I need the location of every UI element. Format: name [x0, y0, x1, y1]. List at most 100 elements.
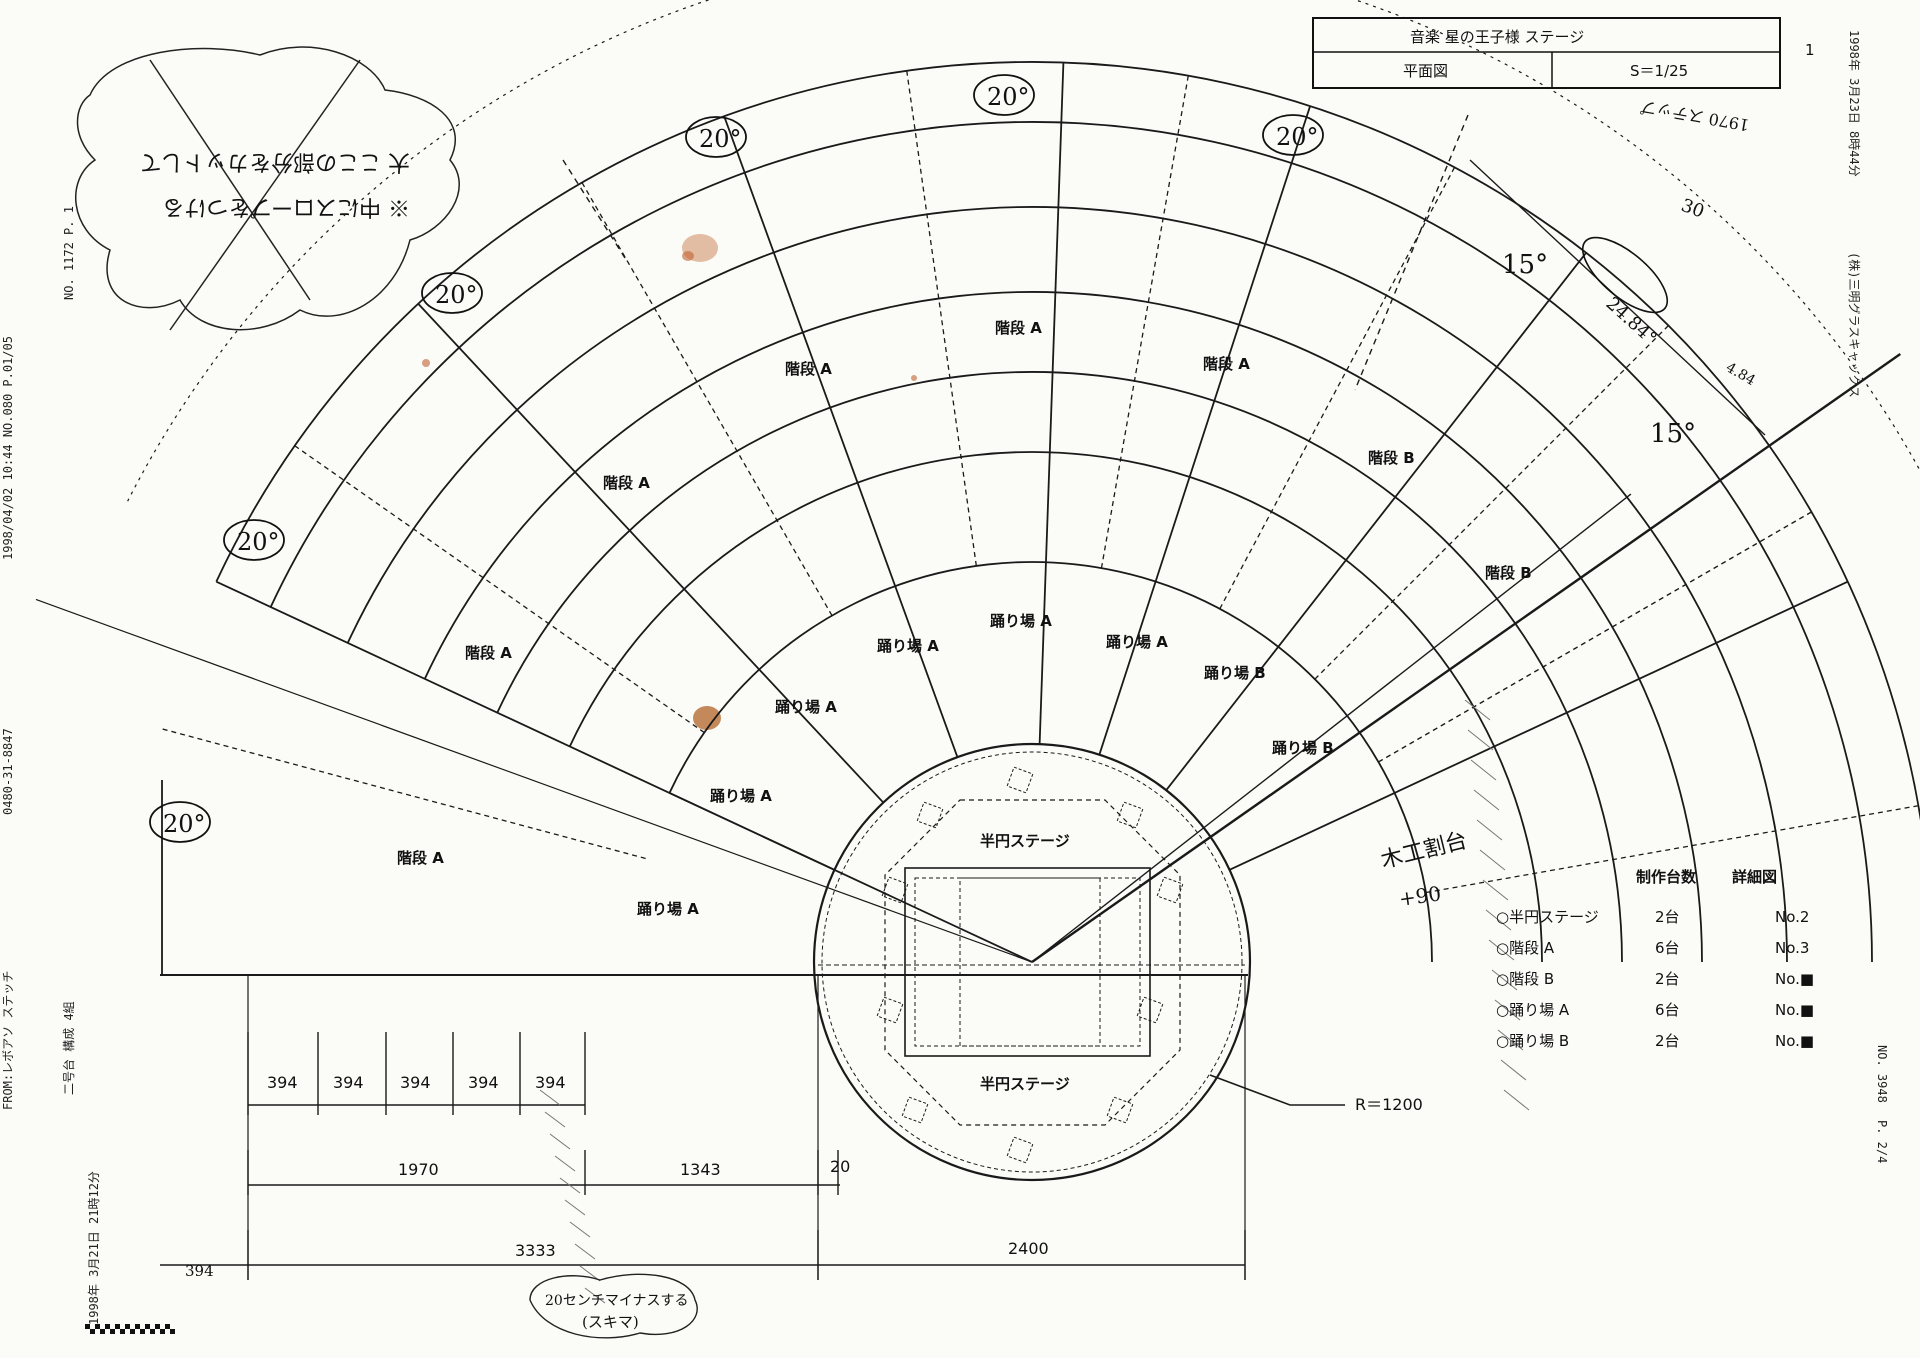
checker-cell [85, 1324, 90, 1329]
label-odoriba-a-1: 踊り場 A [990, 612, 1052, 630]
fax-tel: 0480-31-8847 [1, 728, 15, 815]
page-count: P. 2/4 [1875, 1120, 1889, 1163]
stage-leg-square [1136, 996, 1164, 1024]
legend-detail: No.■ [1775, 970, 1814, 988]
stage-leg-square [916, 801, 944, 829]
scale: S＝1/25 [1630, 62, 1688, 80]
dim-394-1: 394 [267, 1073, 298, 1092]
minus-note: 20センチマイナスする [545, 1293, 689, 1309]
hatch-line [1470, 759, 1497, 781]
stage-leg-square [1116, 801, 1144, 829]
radial-line [1038, 62, 1065, 745]
checker-cell [100, 1329, 105, 1334]
dim-394-4: 394 [468, 1073, 499, 1092]
label-odoriba-a-2: 踊り場 A [877, 637, 939, 655]
legend-count: 2台 [1655, 908, 1680, 926]
radial-line [35, 598, 1033, 963]
angle-20-5: 20° [987, 83, 1030, 111]
legend-item: ○階段 A [1496, 939, 1555, 957]
radial-dashed [1425, 805, 1919, 894]
fax-from: FROM:レボアソ ステッチ [1, 971, 15, 1110]
hatch-line [584, 1287, 606, 1304]
checker-cell [95, 1324, 100, 1329]
hatch-line [544, 1111, 566, 1128]
top-left-dashed-leader [562, 159, 626, 259]
hatch-line [554, 1155, 576, 1172]
ring-arc [496, 371, 1623, 963]
hatch-line [1479, 849, 1506, 871]
dimension-labels: 394 394 394 394 394 1970 1343 20 3333 24… [185, 1073, 1423, 1280]
vertical-note: 二号台 構成 4組 [61, 1001, 76, 1095]
legend-item: ○階段 B [1496, 970, 1554, 988]
label-kaidan-a-6: 階段 A [397, 849, 444, 867]
checker-bar [85, 1324, 175, 1334]
legend-count: 6台 [1655, 1001, 1680, 1019]
legend-detail: No.■ [1775, 1032, 1814, 1050]
angle-20-3: 20° [435, 281, 478, 309]
hatch-line [1494, 999, 1521, 1021]
radial-dashed [1314, 325, 1669, 680]
legend-header-count: 制作台数 [1636, 868, 1697, 886]
label-hanen-2: 半円ステージ [980, 1075, 1070, 1093]
checker-cell [135, 1324, 140, 1329]
dim-2400: 2400 [1008, 1239, 1049, 1258]
ring-arc [269, 121, 1873, 963]
fax-date-right: 1998年 3月23日 8時44分 [1847, 30, 1861, 177]
hatch-line [574, 1243, 596, 1260]
hatch-line [569, 1221, 591, 1238]
angle-15-2: 15° [1650, 419, 1696, 449]
stage-leg-square [876, 996, 904, 1024]
dim-394-left: 394 [185, 1262, 214, 1280]
outer-guide-arc [127, 0, 1920, 502]
label-odoriba-b-1: 踊り場 B [1204, 664, 1266, 682]
inner-stage-rect [904, 867, 1151, 1057]
dim-1970: 1970 [398, 1160, 439, 1179]
label-kaidan-b-2: 階段 B [1485, 564, 1532, 582]
hatch-line [564, 1199, 586, 1216]
radial-dashed [162, 728, 646, 860]
fax-date-stamp: 1998年 3月21日 21時12分 [87, 1171, 101, 1325]
crossed-note-line-1: 大 ここの部分をカットして [140, 149, 410, 174]
checker-cell [105, 1324, 110, 1329]
label-odoriba-a-4: 踊り場 A [775, 698, 837, 716]
dim-3333: 3333 [515, 1241, 556, 1260]
radial-line [1229, 580, 1849, 871]
checker-cell [140, 1329, 145, 1334]
fan-geometry [35, 0, 1920, 1304]
drawing-title: 音楽 星の王子様 ステージ [1410, 28, 1584, 46]
checker-cell [150, 1329, 155, 1334]
stage-leg-square [1006, 766, 1034, 794]
label-kaidan-a-1: 階段 A [995, 319, 1042, 337]
radial-line [1031, 353, 1901, 963]
hatch-line [559, 1177, 581, 1194]
checker-cell [165, 1324, 170, 1329]
left-margin: 1998/04/02 10:44 NO.080 P.01/05 NO. 1172… [1, 206, 175, 1334]
label-odoriba-b-2: 踊り場 B [1272, 739, 1334, 757]
angle-20-4: 20° [699, 125, 742, 153]
fax-line: 1998/04/02 10:44 NO.080 P.01/05 [1, 336, 15, 560]
radial-line [723, 115, 959, 758]
angle-20-1: 20° [163, 810, 206, 838]
hatch-line [1482, 879, 1509, 901]
top-note: 30 [1678, 195, 1707, 223]
label-kaidan-a-5: 階段 A [465, 644, 512, 662]
stage-leg-square [1156, 876, 1184, 904]
crossed-note-cloud: 大 ここの部分をカットして ※ 中にスロープをつける [74, 46, 460, 331]
dim-394-2: 394 [333, 1073, 364, 1092]
hatch-line [539, 1089, 561, 1106]
radial-line [417, 303, 884, 804]
hatch-line [1485, 909, 1512, 931]
checker-cell [90, 1329, 95, 1334]
hatch-line [1467, 729, 1494, 751]
center-stage-inner-circle [821, 751, 1243, 1173]
angle-15-1: 15° [1502, 250, 1548, 280]
radial-line [215, 580, 1033, 963]
label-kaidan-a-4: 階段 A [603, 474, 650, 492]
ring-arc [423, 291, 1703, 963]
title-block: 音楽 星の王子様 ステージ 1 平面図 S＝1/25 [1312, 17, 1815, 89]
legend-item: ○踊り場 A [1496, 1001, 1570, 1019]
dim-1343: 1343 [680, 1160, 721, 1179]
stage-leg-square [1106, 1096, 1134, 1124]
hatch-line [1503, 1089, 1530, 1111]
